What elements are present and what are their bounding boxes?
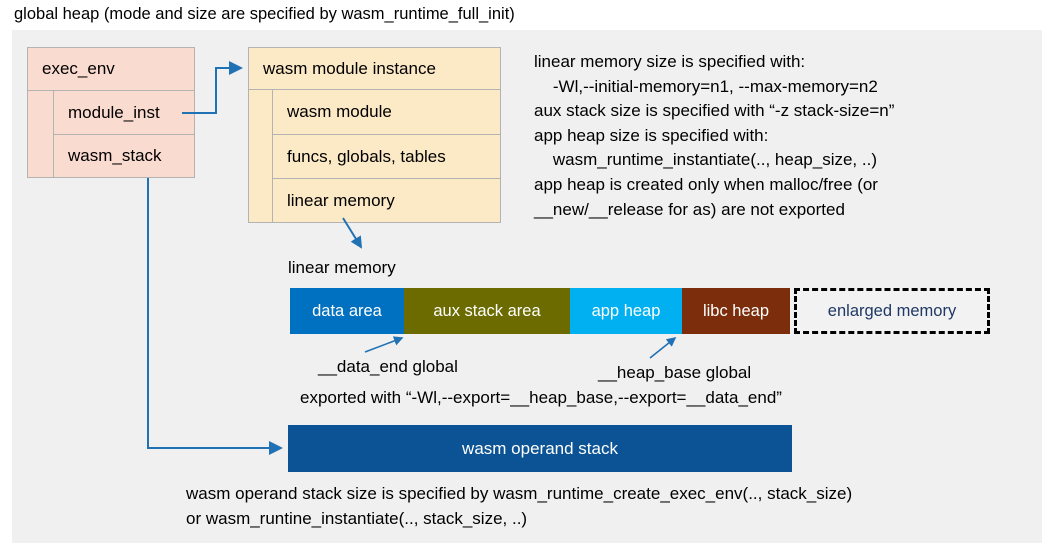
memory-segment-data-area: data area: [290, 288, 404, 334]
exec-env-body: module_inst wasm_stack: [27, 91, 195, 178]
exec-env-field-module-inst: module_inst: [68, 102, 160, 122]
memory-segment-app-heap: app heap: [570, 288, 682, 334]
module-instance-fields: wasm module funcs, globals, tables linea…: [273, 90, 500, 222]
memory-segment-libc-heap: libc heap: [682, 288, 790, 334]
linear-memory-notes: linear memory size is specified with: -W…: [534, 52, 895, 219]
exec-env-fields: module_inst wasm_stack: [54, 91, 194, 177]
wasm-module-instance-box: wasm module instance wasm module funcs, …: [248, 47, 501, 223]
annotation-heap-base: __heap_base global: [598, 363, 752, 382]
page-title: global heap (mode and size are specified…: [14, 5, 515, 23]
annotation-exported-with: exported with “-Wl,--export=__heap_base,…: [300, 388, 782, 407]
module-instance-body: wasm module funcs, globals, tables linea…: [248, 90, 501, 223]
wasm-operand-stack-bar: wasm operand stack: [288, 425, 792, 472]
memory-segment-enlarged-memory: enlarged memory: [794, 288, 990, 334]
annotation-data-end: __data_end global: [318, 357, 458, 376]
exec-env-gutter: [28, 91, 54, 177]
module-instance-gutter: [249, 90, 273, 222]
module-instance-field-funcs-globals-tables: funcs, globals, tables: [273, 134, 500, 178]
module-instance-field-wasm-module: wasm module: [287, 102, 392, 121]
memory-segment-aux-stack-area: aux stack area: [404, 288, 570, 334]
exec-env-field-wasm-stack: wasm_stack: [54, 134, 194, 177]
exec-env-box: exec_env module_inst wasm_stack: [27, 47, 195, 178]
module-instance-header: wasm module instance: [248, 47, 501, 90]
module-instance-field-linear-memory: linear memory: [273, 178, 500, 222]
exec-env-header: exec_env: [27, 47, 195, 91]
linear-memory-bar-label: linear memory: [288, 258, 396, 277]
operand-stack-notes: wasm operand stack size is specified by …: [186, 484, 853, 528]
linear-memory-bar: data area aux stack area app heap libc h…: [290, 288, 990, 334]
